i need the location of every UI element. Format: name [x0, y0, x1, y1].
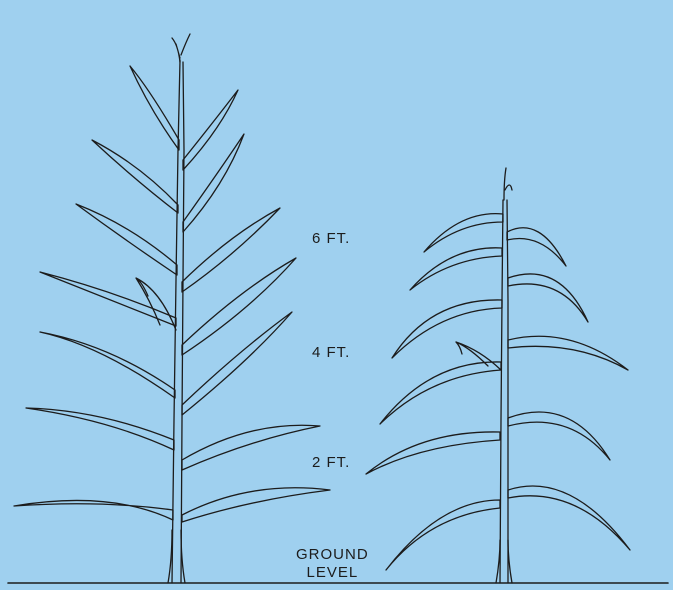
tall-plant-stalk-edge	[181, 62, 184, 583]
tall-leaf-left-6	[92, 140, 178, 213]
tall-leaf-right-7	[183, 90, 238, 170]
short-leaf-left-3	[380, 362, 501, 424]
tall-leaf-left-2	[26, 408, 174, 450]
tall-leaf-right-1	[182, 488, 330, 522]
tall-leaf-right-5	[182, 208, 280, 292]
short-plant-stalk	[500, 200, 503, 583]
tall-leaf-left-4	[40, 272, 176, 326]
tall-leaf-right-4	[182, 258, 296, 355]
tall-leaf-left-1	[14, 500, 173, 520]
height-label-4ft: 4 FT.	[312, 344, 350, 361]
ground-label-line2: LEVEL	[296, 564, 369, 582]
tall-corn-plant	[14, 34, 330, 583]
height-label-6ft: 6 FT.	[312, 230, 350, 247]
short-leaf-left-2	[366, 432, 500, 474]
tall-leaf-left-7	[130, 66, 179, 150]
tall-leaf-left-5	[76, 204, 177, 275]
short-leaf-left-6	[424, 214, 503, 252]
tall-plant-root-left	[168, 530, 172, 583]
short-leaf-right-4	[508, 274, 588, 322]
tall-leaf-left-3	[40, 332, 175, 398]
tall-plant-tassel	[172, 34, 190, 62]
short-plant-tassel	[504, 168, 512, 200]
short-leaf-right-2	[508, 412, 610, 460]
tall-leaf-right-3	[182, 312, 292, 415]
ground-label-line1: GROUND	[296, 546, 369, 564]
short-leaf-left-5	[410, 248, 502, 290]
tall-leaf-right-2	[182, 425, 320, 470]
short-leaf-right-5	[507, 228, 566, 266]
short-leaf-right-3	[508, 336, 628, 370]
short-leaf-right-1	[508, 486, 630, 550]
short-corn-plant	[366, 168, 630, 583]
short-plant-stalk-edge	[507, 200, 508, 583]
short-leaf-left-1	[386, 500, 500, 570]
ground-level-label: GROUND LEVEL	[296, 546, 369, 582]
height-label-2ft: 2 FT.	[312, 454, 350, 471]
short-leaf-left-4	[392, 300, 502, 358]
